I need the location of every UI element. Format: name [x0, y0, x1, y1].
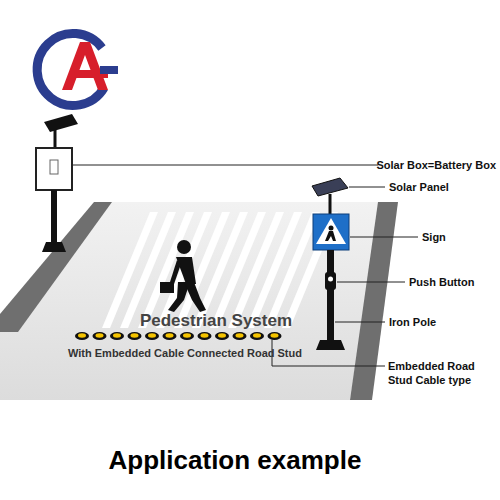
briefcase: [160, 282, 174, 293]
leader-line: [337, 282, 405, 283]
body: [176, 257, 196, 284]
stud-light: [253, 333, 261, 337]
road-stud: [163, 332, 177, 340]
stud-light: [148, 333, 156, 337]
logo-g-bar: [100, 66, 118, 74]
road-stud: [180, 332, 194, 340]
caption: Application example: [109, 445, 362, 476]
callout-label: Sign: [422, 230, 446, 244]
road-stud: [215, 332, 229, 340]
battery-box: [36, 148, 72, 190]
sign-figure: [329, 226, 334, 231]
push-button: [325, 272, 336, 290]
road-stud: [145, 332, 159, 340]
system-subtitle: With Embedded Cable Connected Road Stud: [68, 346, 302, 360]
sign: [313, 214, 349, 250]
callout-label: Iron Pole: [389, 315, 436, 329]
stud-light: [236, 333, 244, 337]
road-stud: [128, 332, 142, 340]
leg: [184, 282, 206, 312]
callout-label: Push Button: [409, 275, 474, 289]
leader-line: [350, 237, 418, 238]
pole-base: [316, 340, 345, 350]
callout-label: Solar Panel: [389, 180, 449, 194]
stud-light: [183, 333, 191, 337]
stud-light: [201, 333, 209, 337]
head: [177, 240, 191, 254]
stud-light: [271, 333, 279, 337]
arm: [170, 260, 181, 284]
bracket: [54, 130, 57, 148]
pedestrian: [160, 240, 206, 312]
road-stud: [75, 332, 89, 340]
stud-light: [78, 333, 86, 337]
solar-panel: [44, 114, 78, 132]
iron-pole: [327, 250, 334, 342]
bracket: [329, 194, 332, 214]
leader-line: [73, 165, 378, 166]
button-light: [328, 277, 333, 282]
leader-line: [335, 322, 385, 323]
pole: [51, 190, 57, 244]
sign-triangle: [316, 218, 346, 244]
road-stud: [233, 332, 247, 340]
sign-figure: [325, 231, 336, 241]
road-stud: [110, 332, 124, 340]
box-door: [50, 160, 58, 174]
road-stud: [93, 332, 107, 340]
stud-light: [131, 333, 139, 337]
road-studs: [75, 332, 282, 340]
stud-light: [218, 333, 226, 337]
crosswalk: [102, 212, 338, 328]
pole-base: [42, 242, 66, 252]
leader-lines: [73, 165, 418, 366]
road-stud: [198, 332, 212, 340]
callout-label: Embedded Road Stud Cable type: [388, 359, 496, 388]
right-pole: [312, 178, 349, 350]
stud-light: [96, 333, 104, 337]
left-pole: [36, 114, 78, 252]
leader-line: [349, 187, 385, 188]
system-title: Pedestrian System: [140, 310, 292, 332]
stud-light: [113, 333, 121, 337]
callout-label: Solar Box=Battery Box: [376, 158, 496, 172]
solar-panel: [312, 178, 348, 196]
logo: [37, 33, 118, 105]
road-stud: [250, 332, 264, 340]
road-stud: [268, 332, 282, 340]
stud-light: [166, 333, 174, 337]
